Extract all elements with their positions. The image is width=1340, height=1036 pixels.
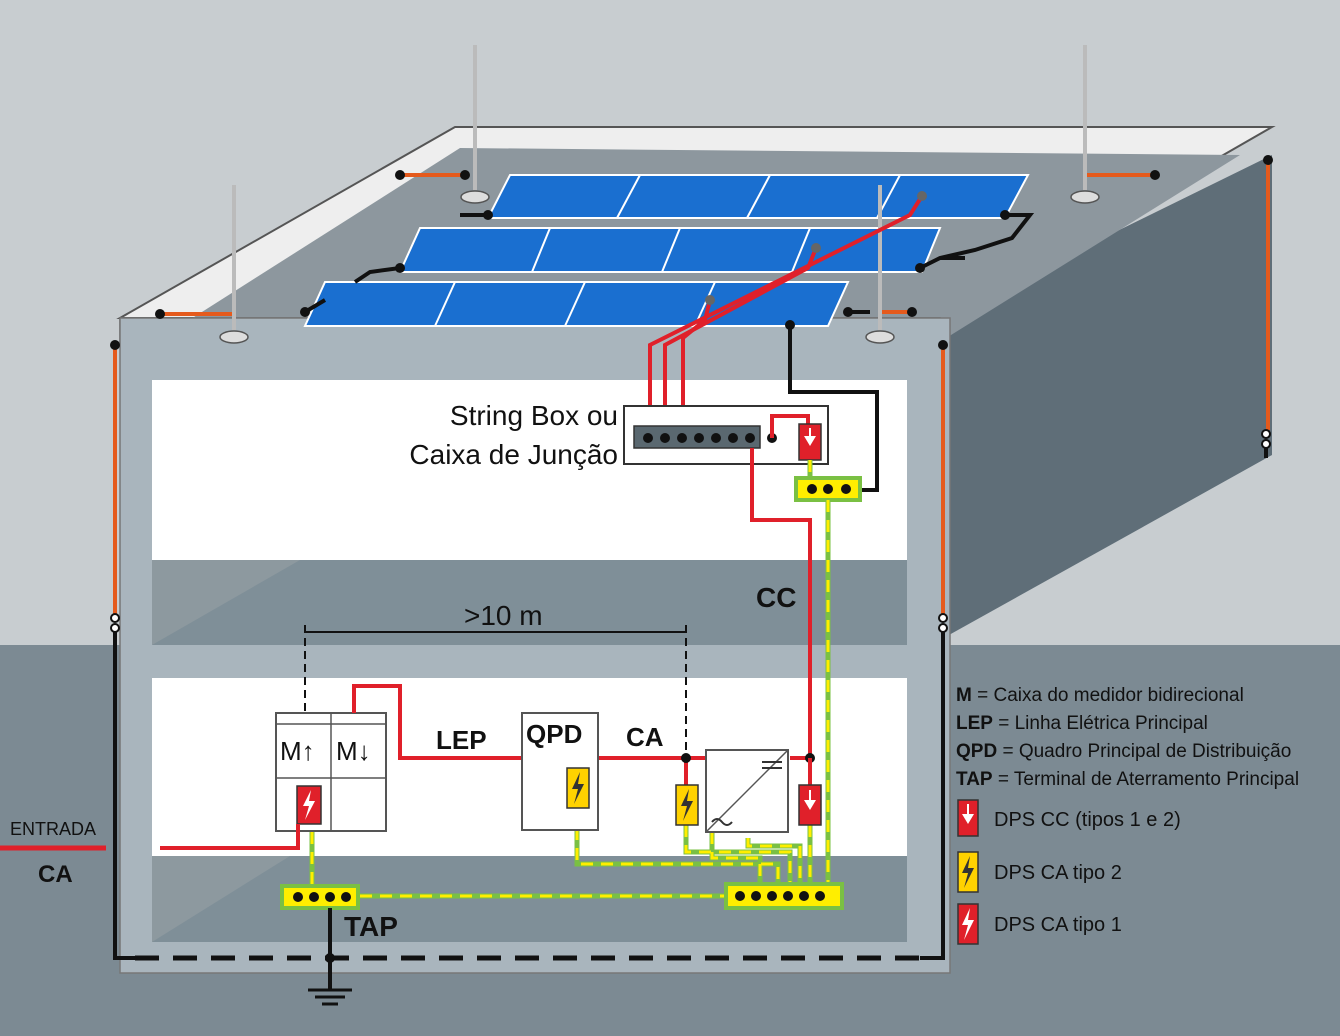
inverter [705,749,789,833]
meter-cabinet [275,712,387,832]
legend-definition: TAP = Terminal de Aterramento Principal [956,769,1299,790]
lower-floor-slab-shade [152,856,290,942]
dps-ca-type1-meter [296,785,322,825]
string-box-label-line2: Caixa de Junção [409,439,618,470]
frame-bonding-point [785,320,795,330]
solar-panel-row-2 [398,227,942,273]
frame-bonding-conductor [788,325,879,492]
lightning-conductor-joints [110,155,1273,350]
dps-cc-inverter [798,784,822,826]
entrada-ca-label: CA [38,861,73,888]
legend-definition: M = Caixa do medidor bidirecional [956,685,1244,706]
legend-symbol-label: DPS CC (tipos 1 e 2) [994,809,1181,831]
air-terminal [460,45,490,204]
legend-definition: QPD = Quadro Principal de Distribuição [956,741,1291,762]
distance-label: >10 m [464,600,543,631]
lightning-conductor-roof [113,160,1270,615]
floor-beam [152,645,907,678]
meter-in-label: M↑ [280,736,315,766]
upper-floor-slab [152,560,907,645]
string-connectors [705,191,927,305]
legend-definition: LEP = Linha Elétrica Principal [956,713,1208,734]
legend: M = Caixa do medidor bidirecional LEP = … [956,685,1299,945]
tap-ring-joint [325,953,335,963]
qpd-label: QPD [526,719,582,749]
legend-symbol-label: DPS CA tipo 2 [994,862,1122,884]
dps-ca-type2-icon [957,851,979,893]
dps-ca-type1-icon [957,903,979,945]
distance-dimension [304,625,687,758]
upper-floor-slab-shade [152,560,300,645]
down-conductor-earth [113,448,1268,960]
air-terminal [865,185,895,344]
tap-label: TAP [344,911,398,942]
dps-ca-type2-inverter [675,784,699,826]
air-terminal [219,185,249,344]
meter-out-label: M↓ [336,736,371,766]
lower-floor-slab [152,856,907,942]
dps-cc-stringbox [798,423,822,461]
lep-label: LEP [436,725,487,755]
dps-cc-feed [770,414,810,438]
entrada-label: ENTRADA [10,819,96,839]
air-terminal [1070,45,1100,204]
dc-main-cable [750,448,812,760]
dps-ca-type2-qpd [566,767,590,809]
dc-string-cables [648,194,924,438]
ca-junction [681,753,691,763]
test-joint [110,429,1271,633]
legend-symbol-label: DPS CA tipo 1 [994,914,1122,936]
solar-panel-row-1 [486,174,1030,219]
tap-earth-bar [280,884,360,910]
earth-conductors [309,460,831,899]
string-box-label-line1: String Box ou [450,400,618,431]
cc-label: CC [756,582,796,613]
building-side-wall [940,155,1272,640]
earth-ground-icon [308,988,352,1006]
stringbox-earth-bar [794,476,862,502]
ca-label: CA [626,722,664,752]
inverter-earth-bar [724,882,844,910]
dps-cc-icon [957,799,979,837]
